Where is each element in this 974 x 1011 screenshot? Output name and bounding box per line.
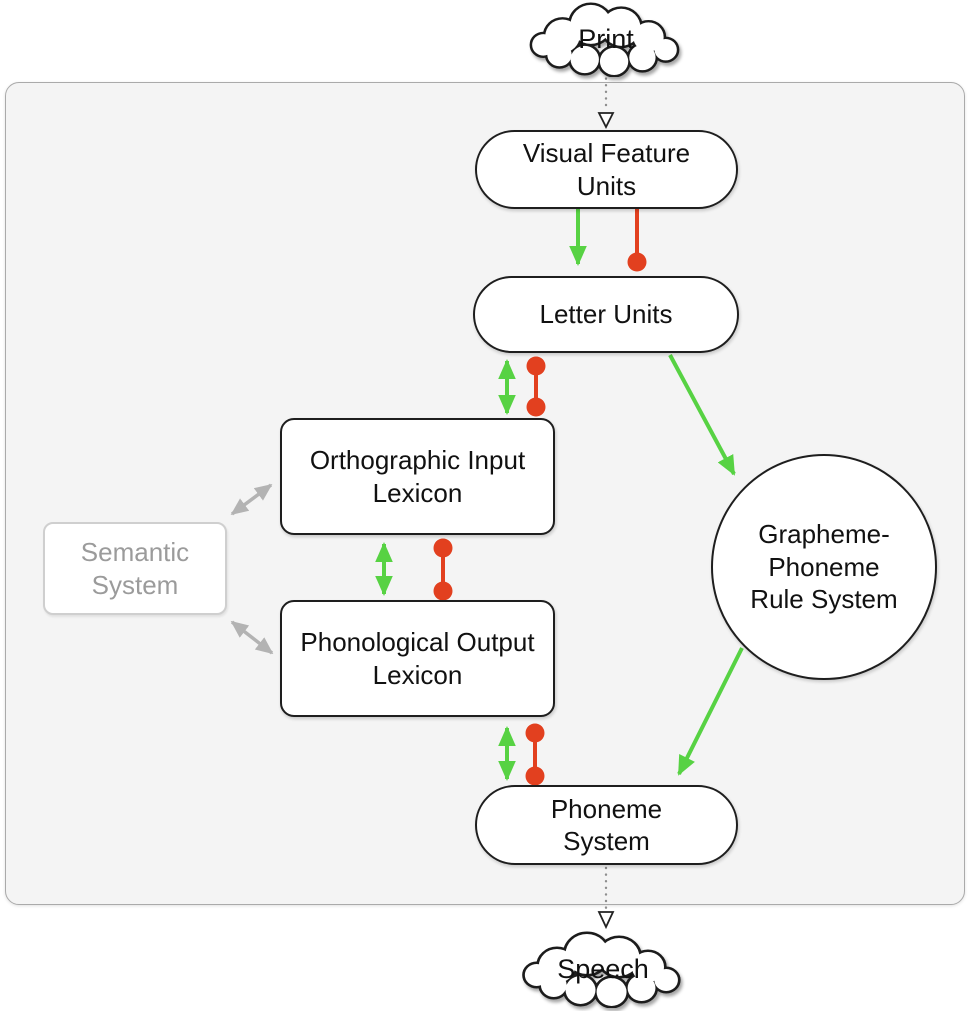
cloud-speech-label: Speech [557,953,649,984]
node-visual-feature-units-label: Visual Feature Units [522,138,691,201]
node-phonological-output-lexicon: Phonological Output Lexicon [280,600,555,717]
node-orthographic-input-lexicon: Orthographic Input Lexicon [280,418,555,535]
node-grapheme-phoneme-rule-system: Grapheme- Phoneme Rule System [711,454,937,680]
cloud-print: Print [520,1,692,77]
node-phoneme-system-label: Phoneme System [550,793,663,857]
node-phonological-output-lexicon-label: Phonological Output Lexicon [300,627,535,690]
node-semantic-system: Semantic System [43,522,227,615]
node-grapheme-phoneme-rule-system-label: Grapheme- Phoneme Rule System [750,519,898,615]
node-semantic-system-label: Semantic System [80,537,190,600]
cloud-print-label: Print [578,23,634,54]
node-orthographic-input-lexicon-label: Orthographic Input Lexicon [309,445,526,508]
node-letter-units-label: Letter Units [539,299,673,330]
node-letter-units: Letter Units [473,276,739,353]
node-visual-feature-units: Visual Feature Units [475,130,738,209]
node-phoneme-system: Phoneme System [475,785,738,865]
cloud-speech: Speech [512,930,694,1008]
